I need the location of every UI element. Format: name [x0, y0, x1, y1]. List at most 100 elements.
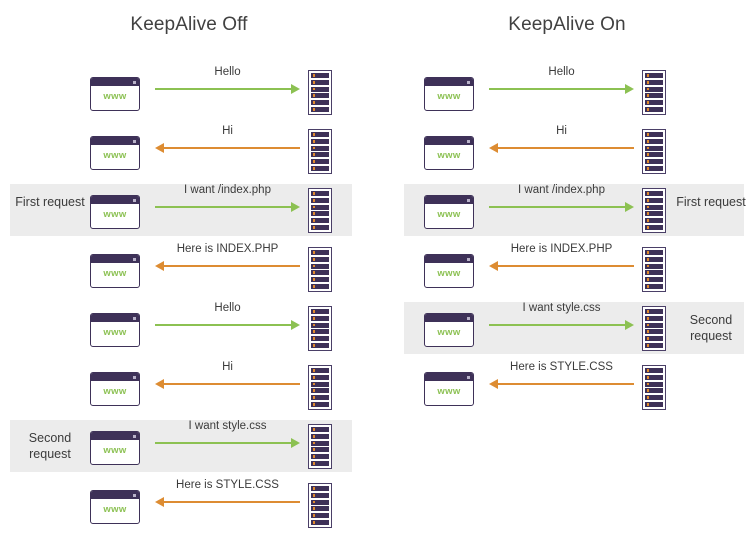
arrow-head-icon	[291, 320, 300, 330]
browser-titlebar	[91, 491, 139, 499]
server-rack-unit	[311, 73, 329, 78]
message-label: Hello	[214, 66, 241, 78]
server-rack-unit	[645, 159, 663, 165]
browser-close-dot-icon	[467, 316, 470, 320]
browser-close-dot-icon	[133, 198, 136, 202]
request-arrow: I want /index.php	[155, 184, 300, 214]
server-rack-icon	[308, 306, 332, 351]
browser-window-icon: www	[90, 136, 140, 170]
server-rack-unit	[645, 381, 663, 387]
message-row: www Here is INDEX.PHP	[378, 243, 756, 295]
arrow-head-icon	[291, 438, 300, 448]
server-rack-unit	[645, 73, 663, 78]
browser-www-label: www	[103, 91, 127, 102]
browser-titlebar	[91, 314, 139, 322]
server-rack-icon	[308, 247, 332, 292]
server-rack-unit	[645, 250, 663, 255]
server-rack-unit	[311, 492, 329, 498]
server-rack-icon	[642, 306, 666, 351]
server-rack-unit	[311, 263, 329, 269]
server-rack-unit	[645, 218, 663, 224]
message-label: Here is INDEX.PHP	[176, 243, 279, 255]
server-rack-unit	[311, 250, 329, 255]
message-label: Here is STYLE.CSS	[176, 479, 279, 491]
browser-close-dot-icon	[133, 375, 136, 379]
server-rack-unit	[311, 499, 329, 505]
browser-www-label: www	[437, 150, 461, 161]
arrow-shaft	[155, 442, 292, 445]
browser-window-icon: www	[90, 195, 140, 229]
browser-www-label: www	[103, 386, 127, 397]
arrow-head-icon	[291, 202, 300, 212]
arrow-head-icon	[291, 84, 300, 94]
server-rack-unit	[311, 256, 329, 262]
arrow-head-icon	[155, 497, 164, 507]
response-arrow: Here is STYLE.CSS	[155, 479, 300, 509]
response-arrow: Here is STYLE.CSS	[489, 361, 634, 391]
server-rack-unit	[311, 86, 329, 92]
arrow-head-icon	[625, 320, 634, 330]
browser-window-icon: www	[424, 372, 474, 406]
browser-close-dot-icon	[133, 257, 136, 261]
server-rack-unit	[311, 159, 329, 165]
server-rack-unit	[645, 374, 663, 380]
arrow-shaft	[155, 206, 292, 209]
server-rack-unit	[311, 395, 329, 401]
panel-title-left: KeepAlive Off	[130, 14, 248, 35]
server-rack-unit	[311, 322, 329, 328]
request-group-label: First request	[15, 195, 85, 209]
browser-close-dot-icon	[467, 375, 470, 379]
server-rack-unit	[311, 336, 329, 342]
server-rack-unit	[311, 342, 329, 348]
browser-www-label: www	[437, 209, 461, 220]
message-label: Hello	[548, 66, 575, 78]
arrow-shaft	[155, 324, 292, 327]
server-rack-icon	[642, 129, 666, 174]
request-arrow: Hello	[489, 66, 634, 96]
arrow-head-icon	[489, 143, 498, 153]
server-rack-icon	[308, 424, 332, 469]
server-rack-unit	[645, 197, 663, 203]
browser-window-icon: www	[424, 254, 474, 288]
server-rack-unit	[311, 454, 329, 460]
browser-close-dot-icon	[467, 257, 470, 261]
response-arrow: Here is INDEX.PHP	[155, 243, 300, 273]
server-rack-unit	[311, 165, 329, 171]
browser-titlebar	[91, 196, 139, 204]
server-rack-unit	[645, 79, 663, 85]
browser-titlebar	[425, 137, 473, 145]
browser-close-dot-icon	[133, 493, 136, 497]
request-group-label: First request	[676, 195, 746, 209]
arrow-shaft	[163, 383, 300, 386]
server-rack-unit	[645, 277, 663, 283]
server-rack-unit	[645, 322, 663, 328]
response-arrow: Here is INDEX.PHP	[489, 243, 634, 273]
arrow-shaft	[489, 324, 626, 327]
server-rack-unit	[311, 329, 329, 335]
message-label: Here is INDEX.PHP	[510, 243, 613, 255]
browser-window-icon: www	[90, 77, 140, 111]
server-rack-unit	[645, 93, 663, 99]
browser-window-icon: www	[90, 431, 140, 465]
server-rack-unit	[311, 270, 329, 276]
server-rack-unit	[645, 165, 663, 171]
browser-www-label: www	[437, 327, 461, 338]
arrow-shaft	[497, 265, 634, 268]
server-rack-unit	[311, 132, 329, 137]
server-rack-icon	[642, 70, 666, 115]
arrow-shaft	[163, 265, 300, 268]
server-rack-unit	[645, 132, 663, 137]
request-arrow: Hello	[155, 302, 300, 332]
server-rack-unit	[645, 315, 663, 321]
browser-close-dot-icon	[133, 139, 136, 143]
browser-www-label: www	[103, 209, 127, 220]
server-rack-unit	[645, 204, 663, 210]
server-rack-unit	[311, 106, 329, 112]
server-rack-unit	[311, 381, 329, 387]
server-rack-unit	[645, 395, 663, 401]
server-rack-unit	[311, 100, 329, 106]
server-rack-unit	[311, 204, 329, 210]
